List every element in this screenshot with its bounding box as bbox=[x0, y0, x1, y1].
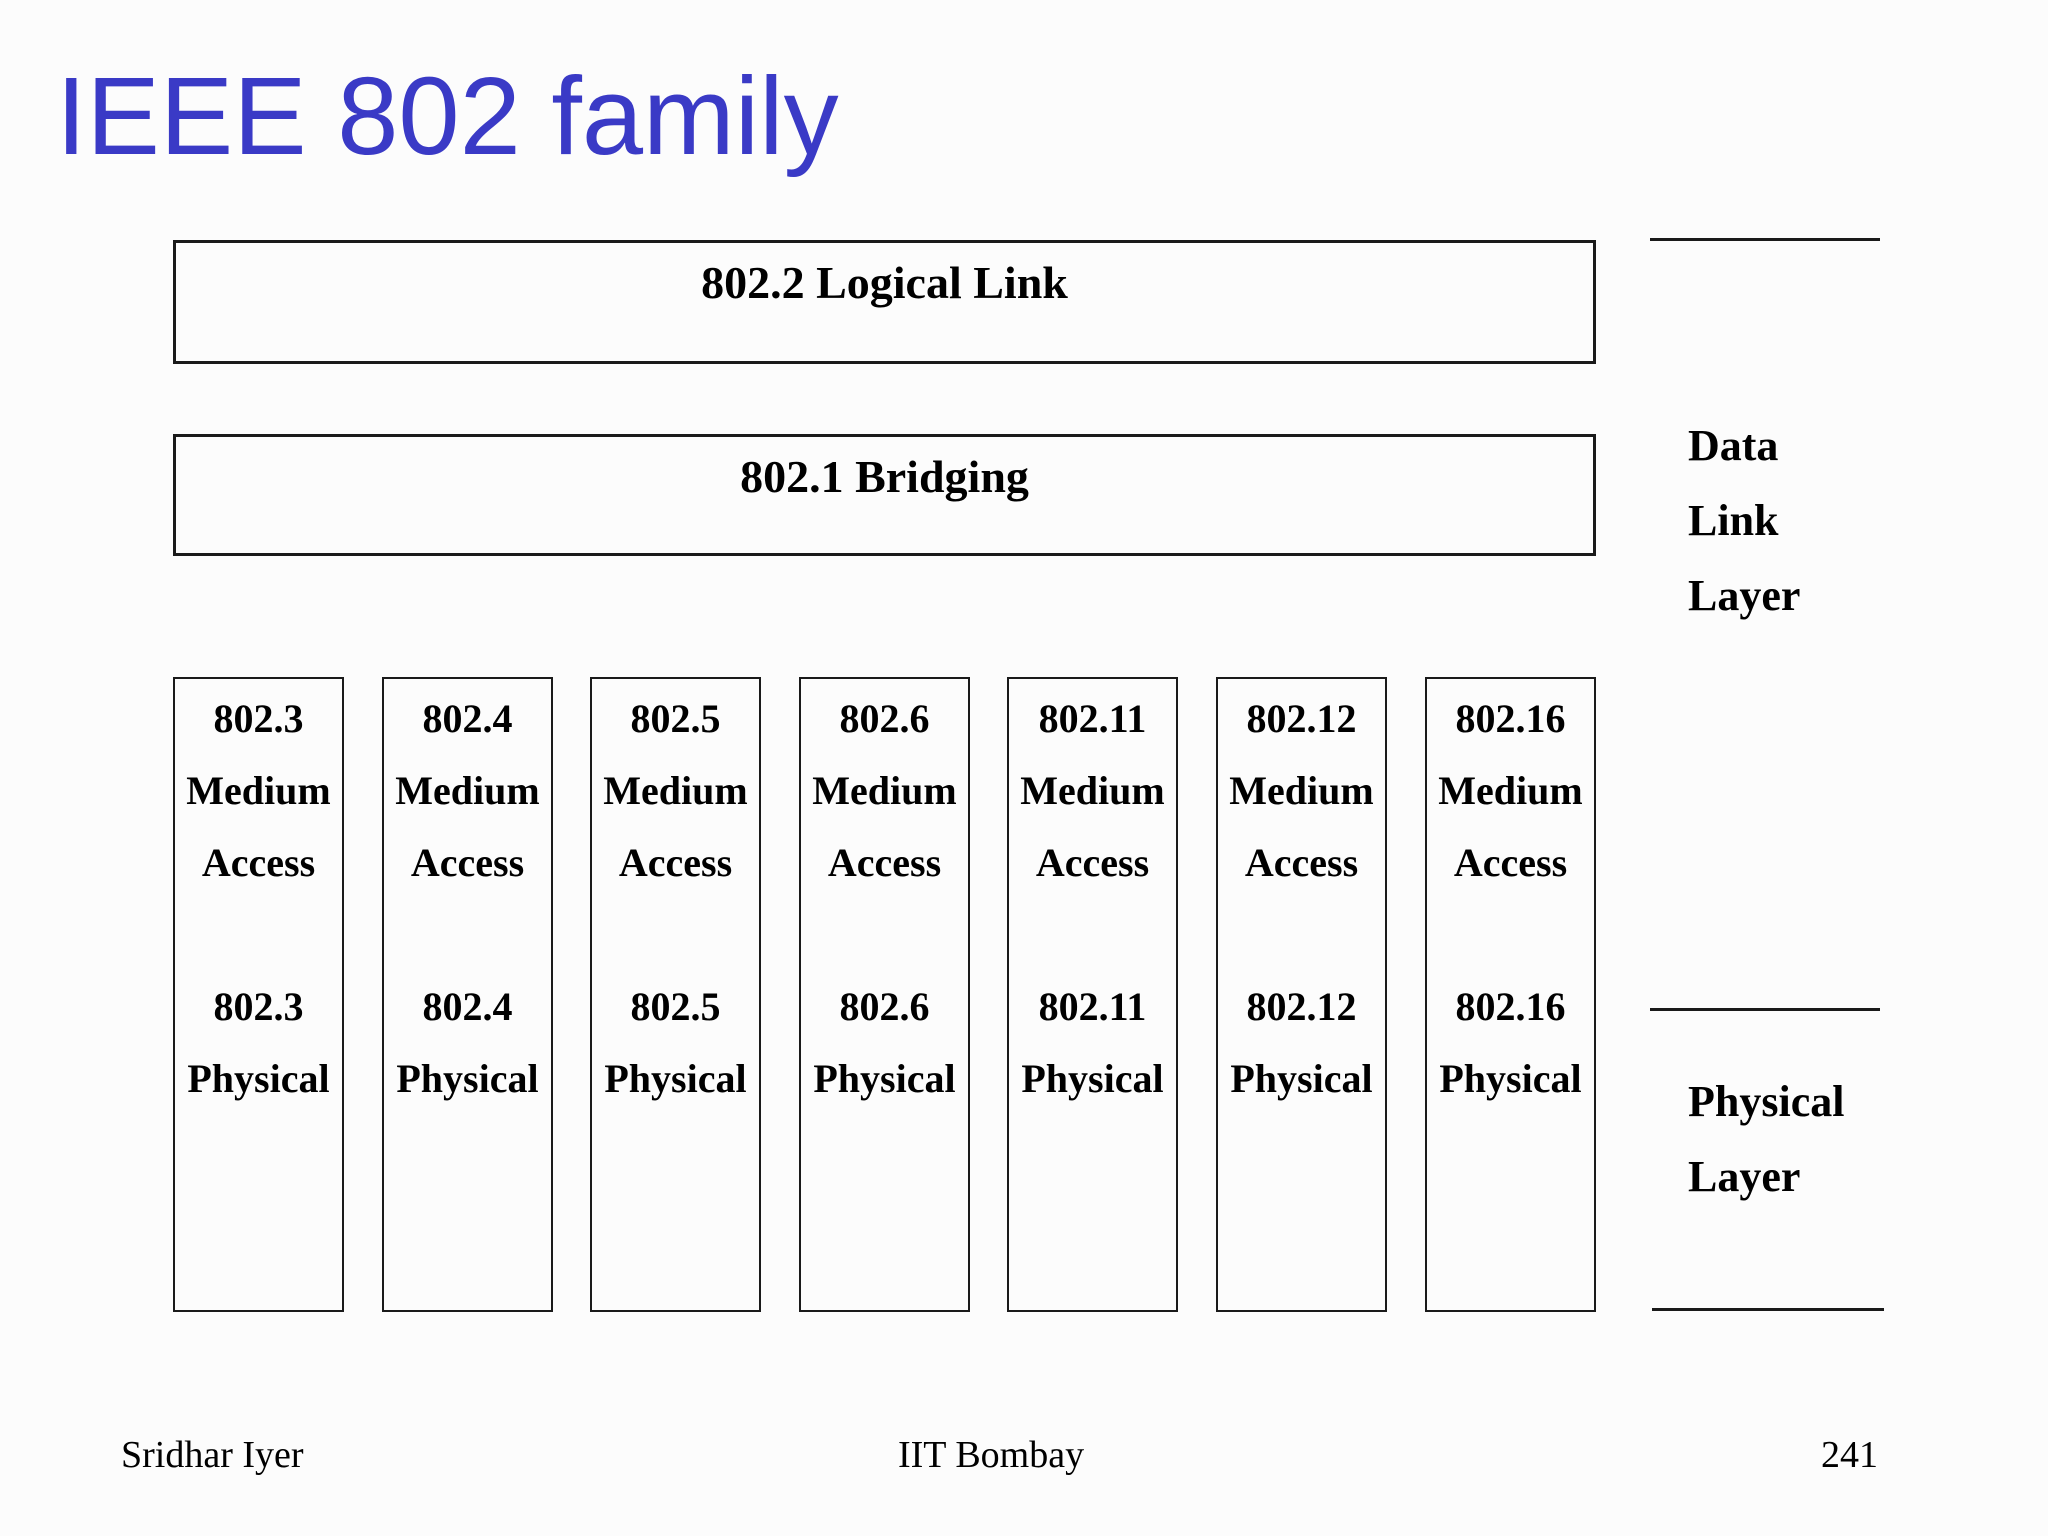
column-mac-std-label: 802.3 bbox=[213, 696, 304, 741]
column-mac-std-label: 802.16 bbox=[1455, 696, 1566, 741]
column-mac-label-access: Access bbox=[827, 840, 942, 885]
column-mac-label-medium: Medium bbox=[186, 768, 331, 813]
column-mac-label-access: Access bbox=[618, 840, 733, 885]
data-link-layer-label: Data Link Layer bbox=[1688, 408, 1800, 633]
column-phy-label: Physical bbox=[1021, 1056, 1164, 1101]
physical-layer-bottom-rule bbox=[1652, 1308, 1884, 1311]
column-802-12: 802.12 Medium Access 802.12 Physical bbox=[1216, 677, 1387, 1312]
column-phy-std-label: 802.3 bbox=[213, 984, 304, 1029]
column-802-6: 802.6 Medium Access 802.6 Physical bbox=[799, 677, 970, 1312]
data-link-layer-label-line: Link bbox=[1688, 496, 1779, 545]
footer-institute: IIT Bombay bbox=[898, 1434, 1085, 1476]
column-mac-label-medium: Medium bbox=[603, 768, 748, 813]
logical-link-box-label: 802.2 Logical Link bbox=[701, 257, 1068, 308]
column-mac-label-access: Access bbox=[201, 840, 316, 885]
column-phy-label: Physical bbox=[604, 1056, 747, 1101]
column-phy-label: Physical bbox=[1439, 1056, 1582, 1101]
column-phy-std-label: 802.4 bbox=[422, 984, 513, 1029]
page-title: IEEE 802 family bbox=[56, 55, 839, 178]
column-mac-label-medium: Medium bbox=[1229, 768, 1374, 813]
column-802-11: 802.11 Medium Access 802.11 Physical bbox=[1007, 677, 1178, 1312]
column-mac-std-label: 802.12 bbox=[1246, 696, 1357, 741]
column-phy-std-label: 802.12 bbox=[1246, 984, 1357, 1029]
column-mac-std-label: 802.6 bbox=[839, 696, 930, 741]
physical-layer-label: Physical Layer bbox=[1688, 1064, 1844, 1214]
column-802-16: 802.16 Medium Access 802.16 Physical bbox=[1425, 677, 1596, 1312]
column-mac-std-label: 802.11 bbox=[1038, 696, 1147, 741]
footer-author: Sridhar Iyer bbox=[121, 1434, 304, 1476]
column-phy-label: Physical bbox=[396, 1056, 539, 1101]
physical-layer-label-line: Physical bbox=[1688, 1077, 1845, 1126]
column-phy-label: Physical bbox=[813, 1056, 956, 1101]
column-phy-std-label: 802.11 bbox=[1038, 984, 1147, 1029]
column-mac-std-label: 802.5 bbox=[630, 696, 721, 741]
column-802-5: 802.5 Medium Access 802.5 Physical bbox=[590, 677, 761, 1312]
column-mac-label-access: Access bbox=[1244, 840, 1359, 885]
bridging-box: 802.1 Bridging bbox=[173, 434, 1596, 556]
column-mac-label-medium: Medium bbox=[1438, 768, 1583, 813]
column-mac-label-medium: Medium bbox=[395, 768, 540, 813]
physical-layer-label-line: Layer bbox=[1688, 1152, 1801, 1201]
column-mac-std-label: 802.4 bbox=[422, 696, 513, 741]
column-phy-std-label: 802.6 bbox=[839, 984, 930, 1029]
column-802-3: 802.3 Medium Access 802.3 Physical bbox=[173, 677, 344, 1312]
data-link-layer-top-rule bbox=[1650, 238, 1880, 241]
column-mac-label-access: Access bbox=[1453, 840, 1568, 885]
logical-link-box: 802.2 Logical Link bbox=[173, 240, 1596, 364]
layer-divider-rule bbox=[1650, 1008, 1880, 1011]
data-link-layer-label-line: Data bbox=[1688, 421, 1779, 470]
column-mac-label-medium: Medium bbox=[1020, 768, 1165, 813]
column-mac-label-medium: Medium bbox=[812, 768, 957, 813]
column-mac-label-access: Access bbox=[1035, 840, 1150, 885]
footer-page-number: 241 bbox=[1821, 1434, 1878, 1476]
column-phy-label: Physical bbox=[1230, 1056, 1373, 1101]
column-802-4: 802.4 Medium Access 802.4 Physical bbox=[382, 677, 553, 1312]
column-mac-label-access: Access bbox=[410, 840, 525, 885]
data-link-layer-label-line: Layer bbox=[1688, 571, 1801, 620]
column-phy-label: Physical bbox=[187, 1056, 330, 1101]
bridging-box-label: 802.1 Bridging bbox=[740, 451, 1029, 502]
column-phy-std-label: 802.16 bbox=[1455, 984, 1566, 1029]
column-phy-std-label: 802.5 bbox=[630, 984, 721, 1029]
